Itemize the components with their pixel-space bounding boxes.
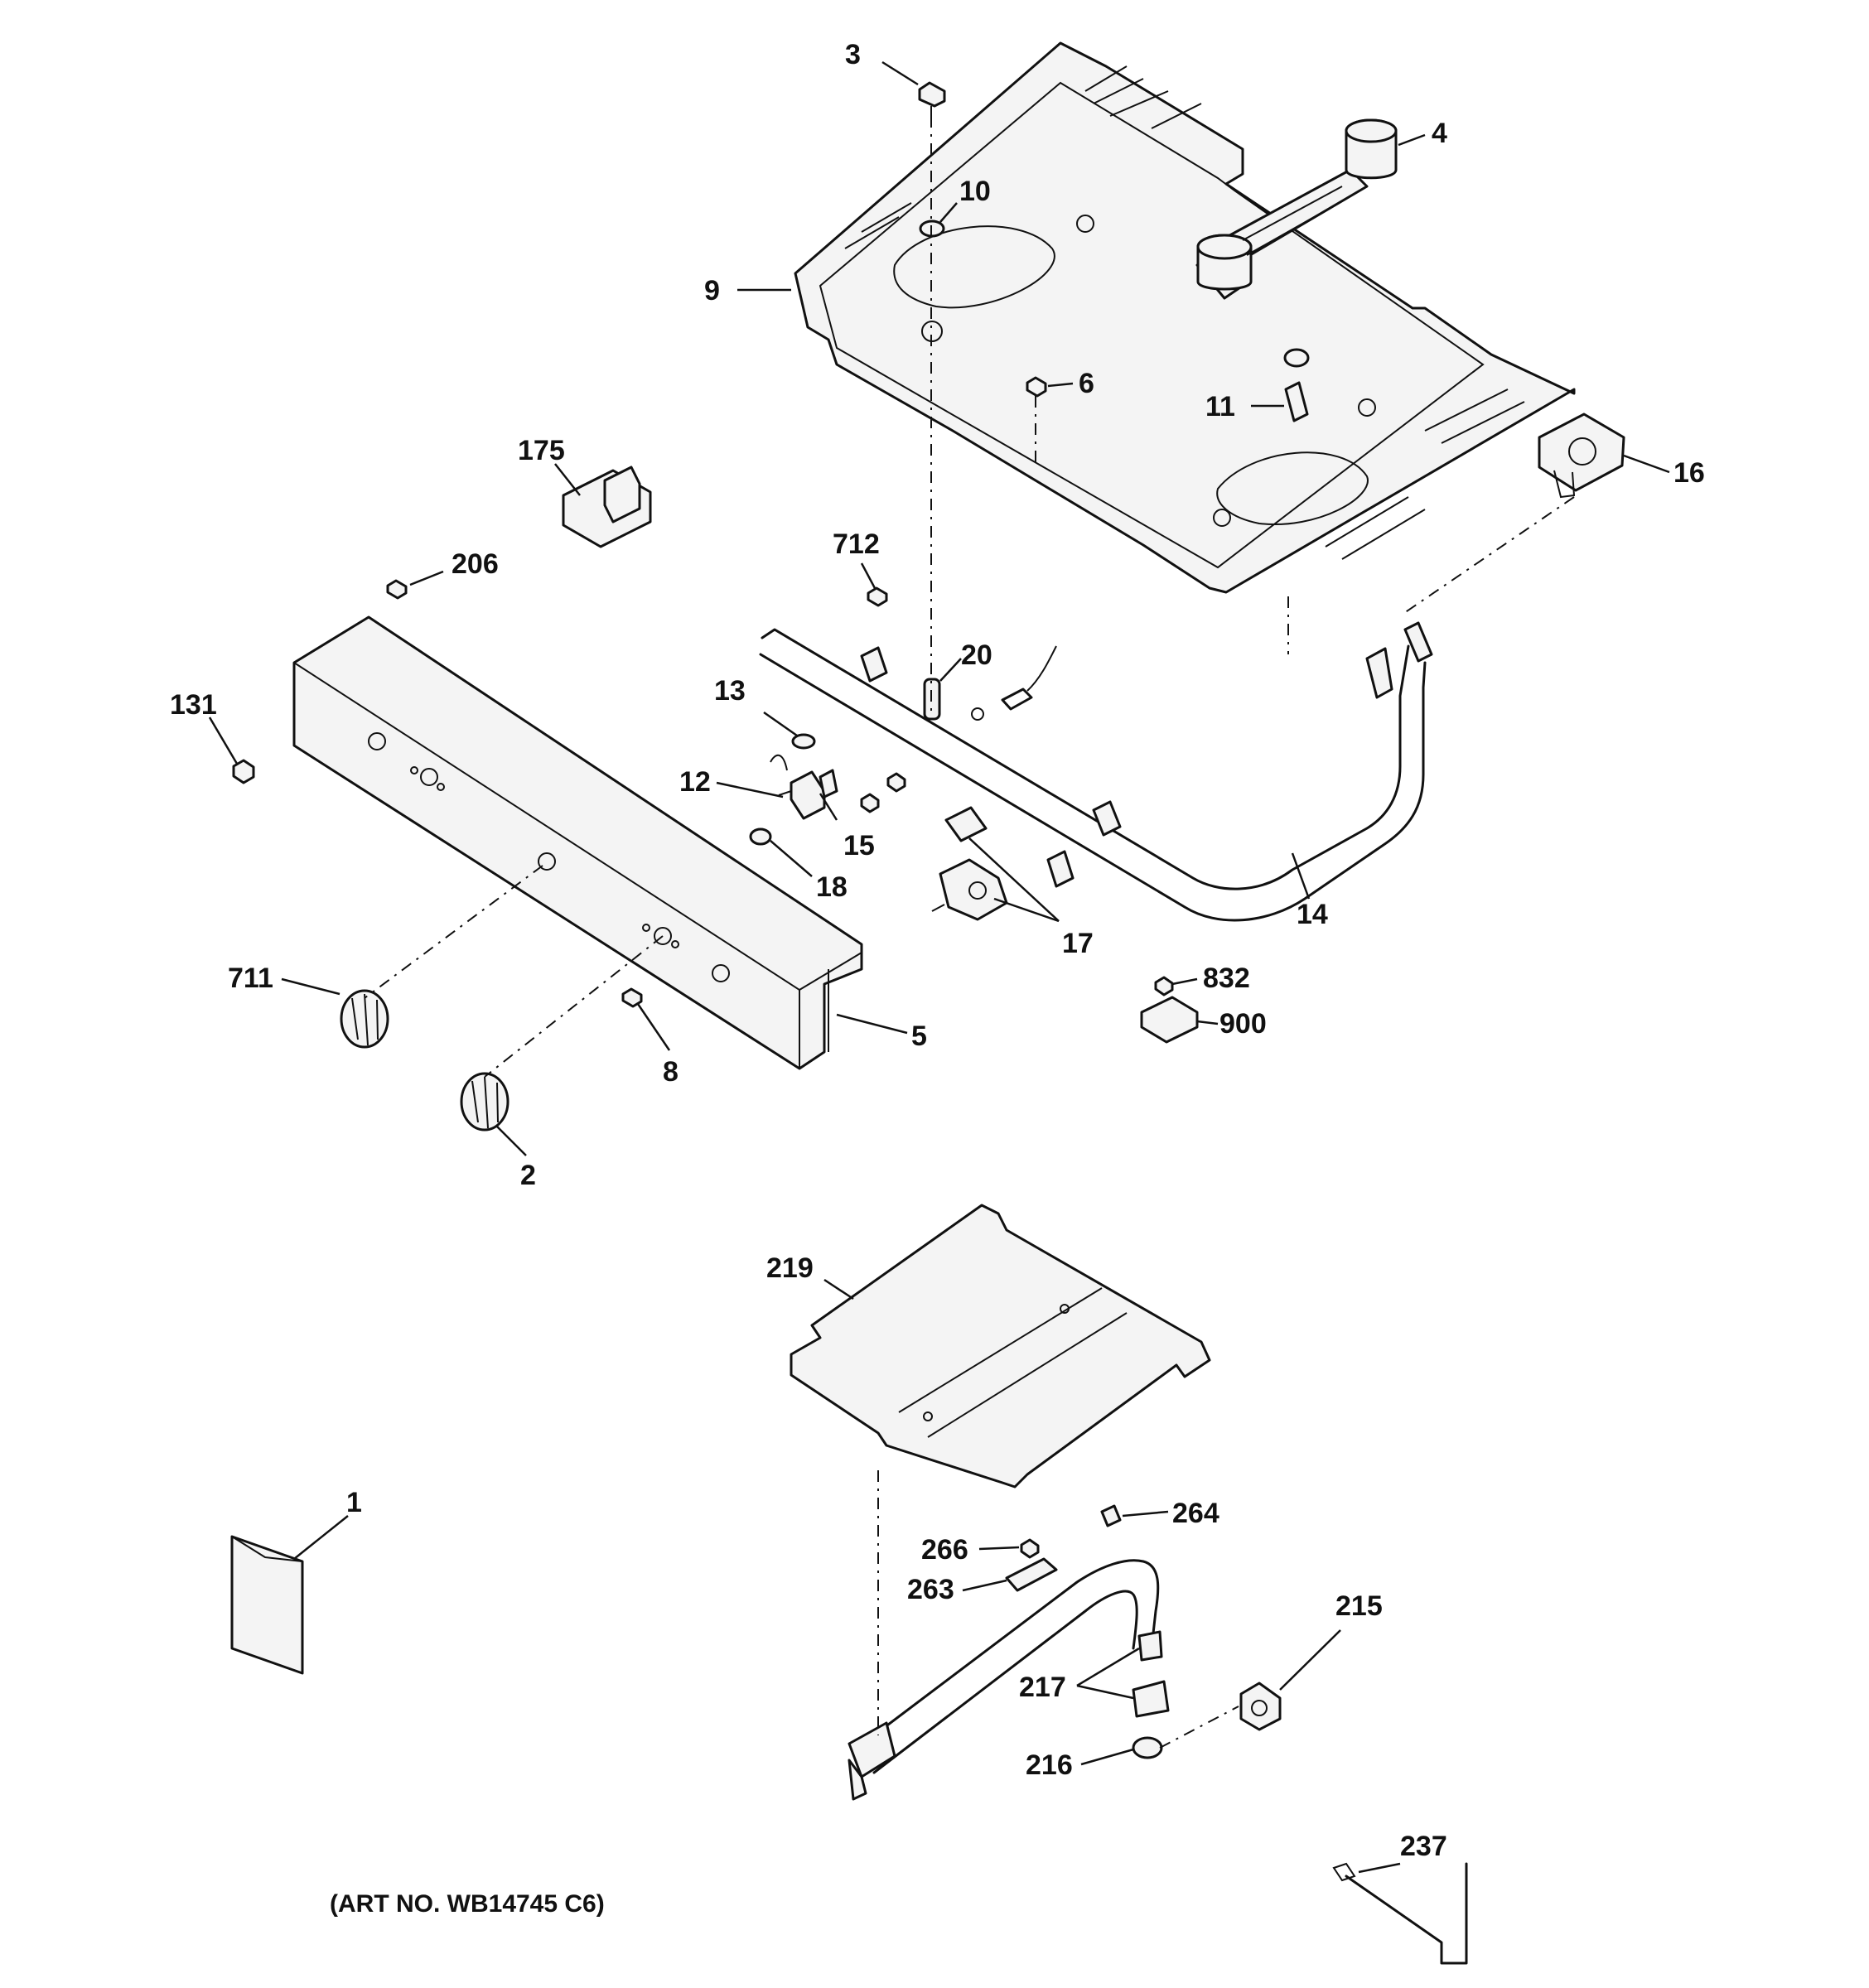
callout-13: 13 [714,675,746,707]
callout-832: 832 [1203,963,1250,994]
screw-part-6 [1026,376,1047,398]
callout-17: 17 [1062,928,1094,959]
callout-3: 3 [845,39,861,70]
orifice-part-20 [923,645,1057,721]
screw-part-266 [1020,1538,1040,1559]
orifice-part-217 [1132,1630,1170,1718]
screw-part-131 [232,759,255,784]
callout-12: 12 [679,766,711,798]
callout-131: 131 [170,689,217,721]
callout-9: 9 [704,275,720,306]
callout-1: 1 [346,1487,362,1518]
art-number: (ART NO. WB14745 C6) [330,1890,605,1918]
callout-15: 15 [843,830,875,861]
screw-part-832 [1154,976,1174,996]
callout-263: 263 [907,1574,954,1605]
bracket-part-900 [1140,996,1199,1044]
manifold-pipe-part-14 [759,621,1433,922]
callout-216: 216 [1026,1749,1073,1781]
callout-14: 14 [1297,899,1328,930]
valve-bracket-part-15 [819,769,838,799]
knob-part-2 [460,1072,510,1132]
callout-5: 5 [911,1021,927,1052]
callout-215: 215 [1335,1590,1383,1622]
screw-part-712 [867,586,888,607]
screw-part-206 [386,579,408,600]
manifold-panel-part-5 [292,615,863,1070]
callout-16: 16 [1673,457,1705,489]
thermocouple-part-237 [1332,1862,1468,1965]
valve-part-12 [770,754,826,820]
callout-900: 900 [1219,1008,1267,1040]
callout-219: 219 [766,1252,814,1284]
bake-burner-assembly [848,1559,1160,1801]
callout-8: 8 [663,1056,679,1088]
callout-266: 266 [921,1534,968,1566]
washer-part-13 [791,733,816,750]
burner-box-part [794,41,1576,594]
callout-217: 217 [1019,1672,1066,1703]
callout-711: 711 [228,963,273,994]
bracket-part-215 [1239,1682,1282,1731]
knob-part-711 [340,989,389,1049]
burner-shield-part-219 [790,1204,1211,1489]
callout-leaders [208,60,1670,1874]
callout-237: 237 [1400,1831,1447,1862]
callout-18: 18 [816,871,848,903]
surface-burner-assembly-part [1195,118,1398,300]
callout-11: 11 [1205,391,1235,422]
bracket-part-16 [1538,413,1625,499]
callout-20: 20 [961,639,992,671]
nut-part-18 [749,828,772,846]
callout-2: 2 [520,1160,536,1191]
igniter-part-11 [1283,348,1310,422]
literature-envelope-part-1 [230,1535,304,1675]
pilot-part-264 [1100,1504,1122,1527]
callout-264: 264 [1172,1498,1219,1529]
assembly-center-lines [364,116,1575,1749]
callout-712: 712 [833,528,880,560]
switch-part-175 [562,466,652,548]
oven-valve-part-17 [931,806,1008,921]
nut-part-216 [1132,1736,1163,1759]
screw-part-8 [621,987,643,1008]
callout-6: 6 [1079,368,1094,399]
callout-4: 4 [1432,118,1447,149]
screw-part-3 [918,81,946,116]
callout-10: 10 [959,176,991,207]
callout-175: 175 [518,435,565,466]
igniter-part-263 [1005,1557,1058,1592]
callout-206: 206 [452,548,499,580]
callout-labels: 3 4 10 9 6 11 16 175 206 712 131 20 13 1… [170,39,1705,1862]
screws-valve [860,772,906,813]
